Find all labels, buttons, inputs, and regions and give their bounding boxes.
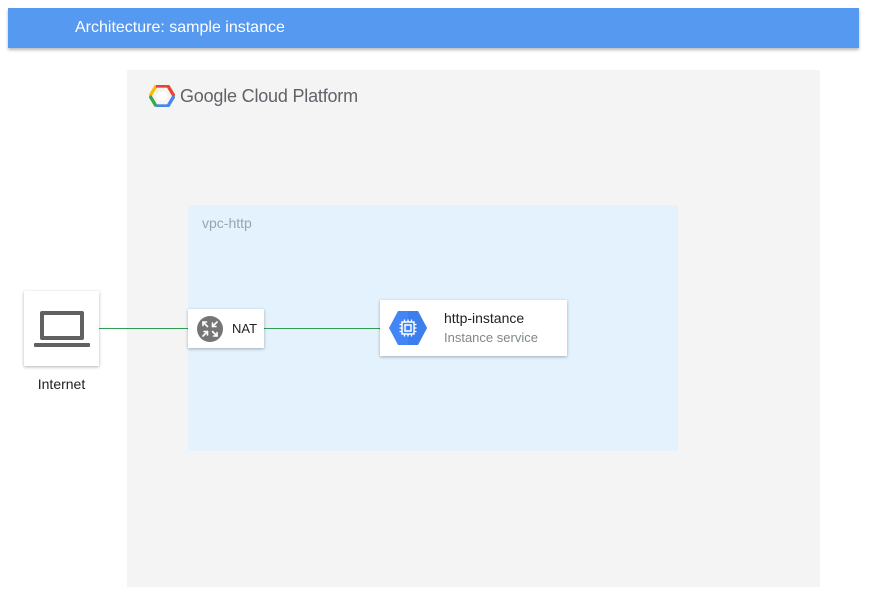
nat-node[interactable]: NAT [188, 309, 264, 348]
compute-engine-icon [389, 311, 427, 345]
instance-type: Instance service [444, 330, 538, 345]
laptop-icon [33, 310, 90, 347]
gcp-hexagon-icon [149, 85, 175, 107]
gcp-logo: Google Cloud Platform [149, 84, 358, 108]
internet-nat-connector [99, 328, 188, 329]
internet-node[interactable] [24, 291, 99, 366]
header-bar: Architecture: sample instance [8, 8, 859, 48]
nat-label: NAT [232, 321, 258, 336]
gcp-logo-text: Google Cloud Platform [180, 85, 358, 106]
nat-instance-connector [264, 328, 388, 329]
vpc-label: vpc-http [202, 215, 252, 231]
diagram-title: Architecture: sample instance [75, 19, 285, 36]
nat-router-icon [197, 316, 223, 342]
internet-label: Internet [37, 376, 86, 392]
instance-name: http-instance [444, 310, 525, 326]
instance-node[interactable]: http-instance Instance service [380, 300, 567, 356]
